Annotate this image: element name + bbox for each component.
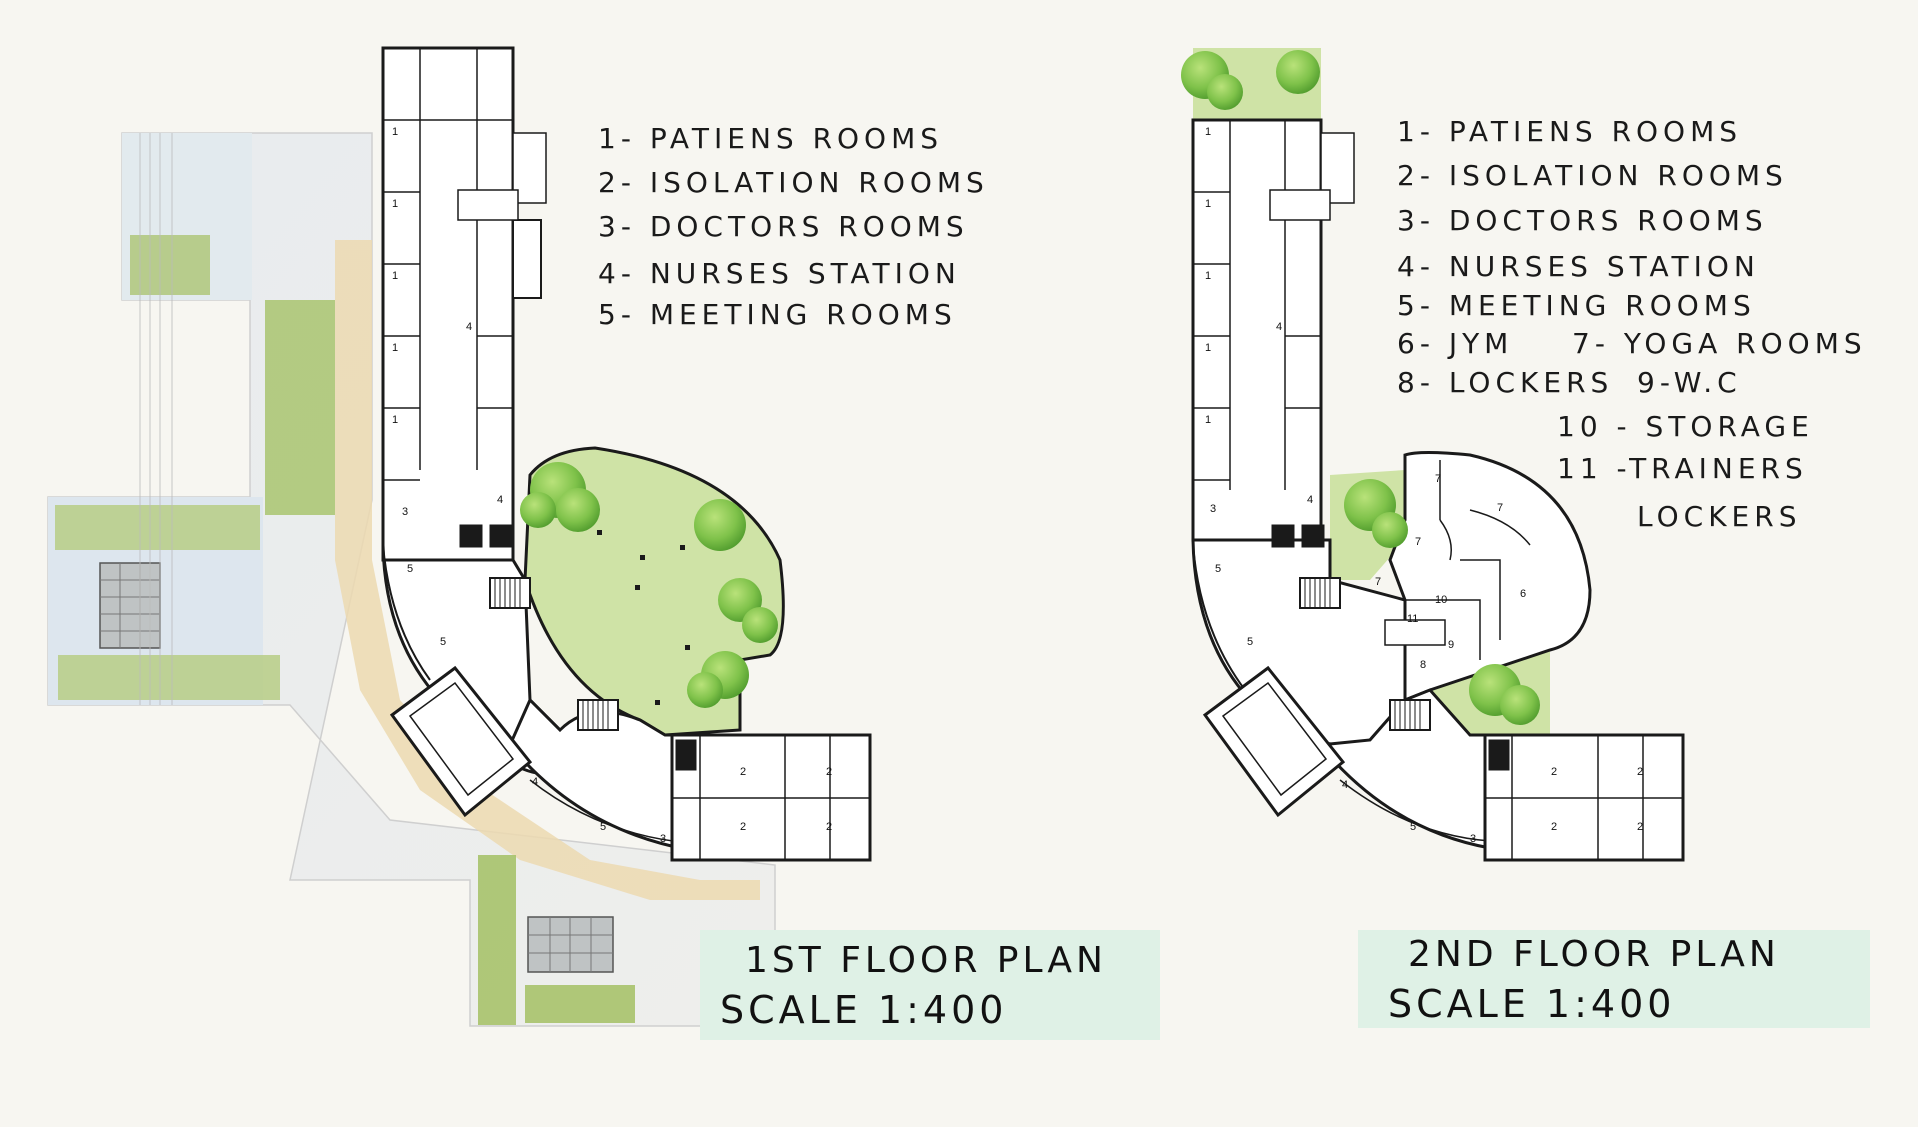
room-number-label: 5 [1247,636,1253,648]
room-number-label: 11 [1407,613,1418,625]
legend-item: 4- NURSES STATION [1397,250,1760,283]
room-number-label: 8 [1420,659,1426,671]
legend-item: 7- YOGA ROOMS [1572,327,1867,360]
room-number-label: 5 [440,636,446,648]
room-number-label: 1 [392,414,398,426]
room-labels-floor-2: 1 1 1 1 1 3 4 4 5 5 7 7 7 7 6 10 11 9 8 … [1205,126,1643,845]
room-number-label: 1 [392,342,398,354]
legend-item: 1- PATIENS ROOMS [598,122,944,155]
room-number-label: 5 [600,821,606,833]
room-number-label: 7 [1497,502,1503,514]
legend-item: 5- MEETING ROOMS [1397,289,1756,322]
room-number-label: 5 [1215,563,1221,575]
legend-floor-1: 1- PATIENS ROOMS 2- ISOLATION ROOMS 3- D… [598,122,1018,342]
room-number-label: 2 [740,821,746,833]
building-floor-2 [1191,48,1685,862]
plan-scale: SCALE 1:400 [1388,982,1676,1026]
room-number-label: 4 [497,494,503,506]
room-number-label: 7 [1375,576,1381,588]
room-number-label: 1 [1205,126,1211,138]
legend-item: 6- JYM [1397,327,1514,360]
room-number-label: 5 [407,563,413,575]
room-number-label: 1 [392,126,398,138]
room-number-label: 4 [1342,779,1348,791]
trees-floor-1 [520,462,778,708]
legend-item: 11 -TRAINERS [1557,452,1808,485]
room-number-label: 4 [1276,321,1282,333]
room-number-label: 9 [1448,639,1454,651]
room-number-label: 2 [1551,821,1557,833]
legend-item: 10 - STORAGE [1557,410,1814,443]
plan-title: 1ST FLOOR PLAN [745,940,1107,981]
legend-item: 4- NURSES STATION [598,257,961,290]
legend-item: 3- DOCTORS ROOMS [598,210,969,243]
legend-item: 9-W.C [1637,366,1742,399]
legend-item: LOCKERS [1637,500,1802,533]
room-number-label: 4 [466,321,472,333]
room-number-label: 2 [826,821,832,833]
legend-item: 8- LOCKERS [1397,366,1614,399]
room-number-label: 4 [1307,494,1313,506]
plan-title: 2ND FLOOR PLAN [1408,934,1780,975]
room-number-label: 1 [1205,342,1211,354]
room-labels-floor-1: 1 1 1 1 1 3 4 4 5 5 4 5 3 2 2 2 2 [392,126,832,845]
trees-floor-2 [1181,50,1540,725]
room-number-label: 3 [1210,503,1216,515]
legend-item: 3- DOCTORS ROOMS [1397,204,1768,237]
room-number-label: 1 [392,198,398,210]
lawn-dots-floor-1 [597,530,690,705]
room-number-label: 7 [1435,473,1441,485]
legend-floor-2: 1- PATIENS ROOMS 2- ISOLATION ROOMS 3- D… [1397,115,1877,535]
room-number-label: 3 [1470,833,1476,845]
room-number-label: 7 [1415,536,1421,548]
room-number-label: 6 [1520,588,1526,600]
room-number-label: 2 [740,766,746,778]
room-number-label: 10 [1435,594,1447,606]
room-number-label: 2 [826,766,832,778]
room-number-label: 1 [1205,414,1211,426]
room-number-label: 1 [1205,198,1211,210]
room-number-label: 1 [392,270,398,282]
room-number-label: 3 [402,506,408,518]
legend-item: 2- ISOLATION ROOMS [598,166,989,199]
room-number-label: 1 [1205,270,1211,282]
room-number-label: 2 [1637,766,1643,778]
room-number-label: 3 [660,833,666,845]
room-number-label: 4 [532,776,538,788]
legend-item: 2- ISOLATION ROOMS [1397,159,1788,192]
room-number-label: 2 [1637,821,1643,833]
title-box-floor-2: 2ND FLOOR PLAN SCALE 1:400 [1358,930,1870,1028]
legend-item: 1- PATIENS ROOMS [1397,115,1743,148]
legend-item: 5- MEETING ROOMS [598,298,957,331]
room-number-label: 2 [1551,766,1557,778]
plan-scale: SCALE 1:400 [720,988,1008,1032]
title-box-floor-1: 1ST FLOOR PLAN SCALE 1:400 [700,930,1160,1040]
room-number-label: 5 [1410,821,1416,833]
